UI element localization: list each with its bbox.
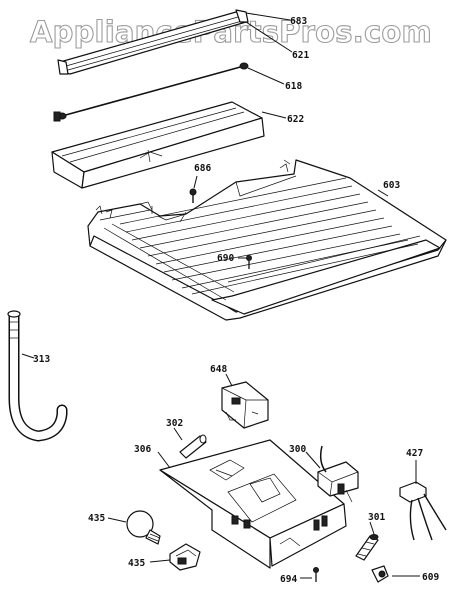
callout-648: 648: [210, 364, 227, 375]
part-defrost-timer: [221, 381, 269, 429]
callout-313: 313: [33, 354, 50, 365]
callout-609: 609: [422, 572, 439, 583]
callout-435-socket: 435: [128, 558, 145, 569]
callout-302: 302: [166, 418, 183, 429]
callout-690: 690: [217, 253, 234, 264]
callout-435-bulb: 435: [88, 513, 105, 524]
part-rod: [53, 62, 249, 122]
part-light-shield-rail: [57, 9, 249, 75]
callout-603: 603: [383, 180, 400, 191]
callout-694: 694: [280, 574, 297, 585]
part-control-housing: [159, 439, 347, 569]
part-light-bulb: [126, 510, 161, 545]
callout-427: 427: [406, 448, 423, 459]
part-button-609: [371, 565, 389, 583]
callout-683: 683: [290, 16, 307, 27]
part-main-tray: [87, 159, 447, 321]
callout-622: 622: [287, 114, 304, 125]
part-screw-694: [300, 567, 319, 582]
part-lamp-socket: [169, 543, 201, 571]
part-screw-690: [238, 255, 252, 269]
part-plunger-301: [355, 534, 379, 561]
part-drain-tube: [7, 310, 68, 442]
callout-621: 621: [292, 50, 309, 61]
part-screw-686: [189, 175, 198, 203]
callout-618: 618: [285, 81, 302, 92]
part-drip-trough: [51, 101, 265, 189]
part-connector-427: [399, 481, 447, 541]
callout-300: 300: [289, 444, 306, 455]
part-switch-300: [317, 445, 359, 503]
callout-301: 301: [368, 512, 385, 523]
part-pin-302: [179, 434, 207, 459]
callout-686: 686: [194, 163, 211, 174]
callout-306: 306: [134, 444, 151, 455]
